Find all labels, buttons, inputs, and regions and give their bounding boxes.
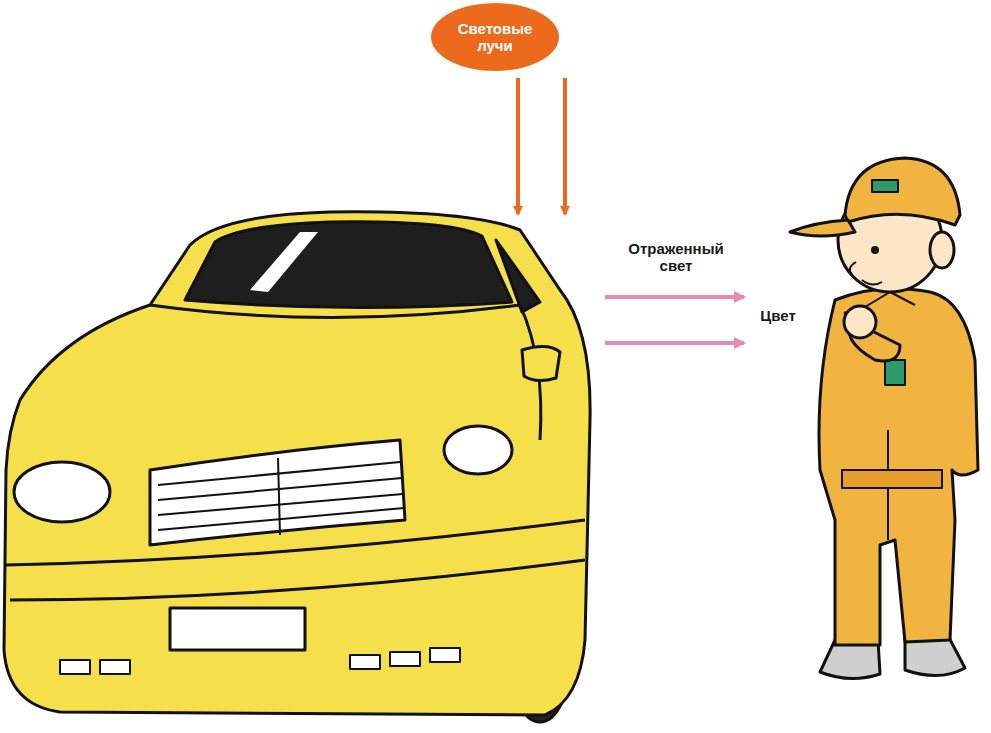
reflected-light-label: Отраженный свет bbox=[612, 240, 740, 274]
bumper-line bbox=[6, 520, 585, 565]
light-ray bbox=[516, 78, 520, 214]
hood-line bbox=[150, 305, 520, 318]
car bbox=[4, 212, 590, 722]
bumper-line bbox=[10, 560, 585, 600]
ear bbox=[930, 232, 954, 268]
headlight bbox=[444, 426, 512, 474]
mirror bbox=[522, 346, 560, 380]
eye bbox=[871, 246, 879, 254]
color-label: Цвет bbox=[750, 307, 806, 324]
light-ray bbox=[563, 78, 567, 214]
cap-brim bbox=[790, 220, 855, 236]
light-source-ellipse: Световые лучи bbox=[431, 3, 559, 71]
hand bbox=[844, 306, 876, 338]
headlight bbox=[14, 462, 110, 522]
cap bbox=[845, 158, 960, 225]
overalls bbox=[819, 288, 978, 645]
car-body bbox=[4, 212, 590, 715]
windshield-reflection bbox=[250, 232, 318, 292]
badge bbox=[885, 360, 905, 385]
cap-badge bbox=[872, 180, 898, 192]
nose bbox=[850, 262, 856, 275]
license-plate bbox=[170, 608, 305, 650]
node-text: Световые лучи bbox=[455, 20, 535, 54]
reflected-ray bbox=[605, 295, 744, 299]
windshield bbox=[185, 222, 512, 308]
worker bbox=[790, 158, 978, 679]
reflected-ray bbox=[605, 341, 744, 345]
mouth bbox=[862, 280, 882, 285]
side-window bbox=[496, 240, 540, 312]
grille bbox=[150, 440, 405, 545]
belt bbox=[842, 470, 942, 488]
